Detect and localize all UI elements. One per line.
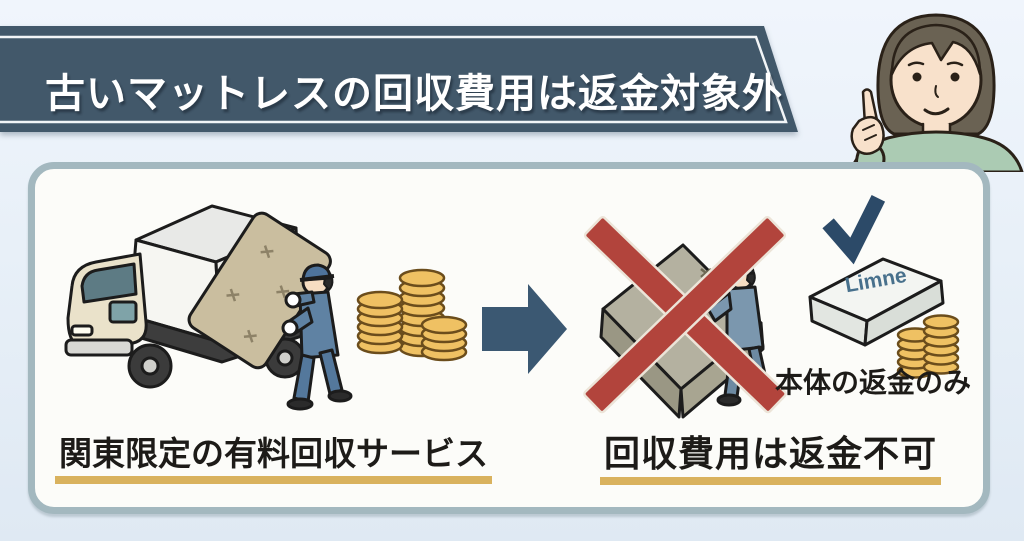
glove	[281, 319, 299, 337]
headlight	[70, 324, 94, 337]
eye	[912, 72, 922, 82]
shoe	[327, 389, 353, 403]
eye	[950, 72, 960, 82]
bumper	[64, 338, 134, 357]
banner-inner-border	[0, 35, 788, 124]
header-banner	[0, 26, 798, 132]
truck-collection-illustration	[64, 204, 468, 411]
pointing-woman-illustration	[848, 13, 1024, 172]
banner-shape	[0, 26, 798, 132]
red-x-icon	[583, 216, 787, 414]
shoe	[716, 393, 742, 407]
refund-note: 本体の返金のみ	[775, 367, 972, 398]
carried-mattress-icon	[187, 211, 332, 370]
windshield	[80, 262, 138, 304]
pointing-finger	[861, 88, 879, 127]
worker-icon	[281, 263, 353, 411]
coin-stack-icon	[356, 268, 468, 362]
limne-mattress-icon	[808, 257, 945, 347]
refund-rule-illustration: Limne	[583, 194, 960, 419]
banner-title: 古いマットレスの回収費用は返金対象外	[45, 72, 783, 116]
mouth	[923, 107, 950, 116]
worker-leg	[318, 348, 344, 396]
right-caption: 回収費用は返金不可	[600, 433, 942, 486]
content-card: Limne 本体の返金のみ 関東限定の有料回収サービス 回収費用は返金不可	[28, 162, 990, 514]
bangs	[890, 23, 982, 76]
hand	[850, 115, 885, 155]
checkmark-icon	[822, 194, 886, 265]
left-caption: 関東限定の有料回収サービス	[55, 435, 492, 484]
glove	[284, 291, 302, 309]
right-arrow-icon	[482, 284, 567, 374]
worker-torso	[725, 285, 765, 353]
shoe	[286, 397, 314, 411]
door-window	[108, 300, 138, 324]
